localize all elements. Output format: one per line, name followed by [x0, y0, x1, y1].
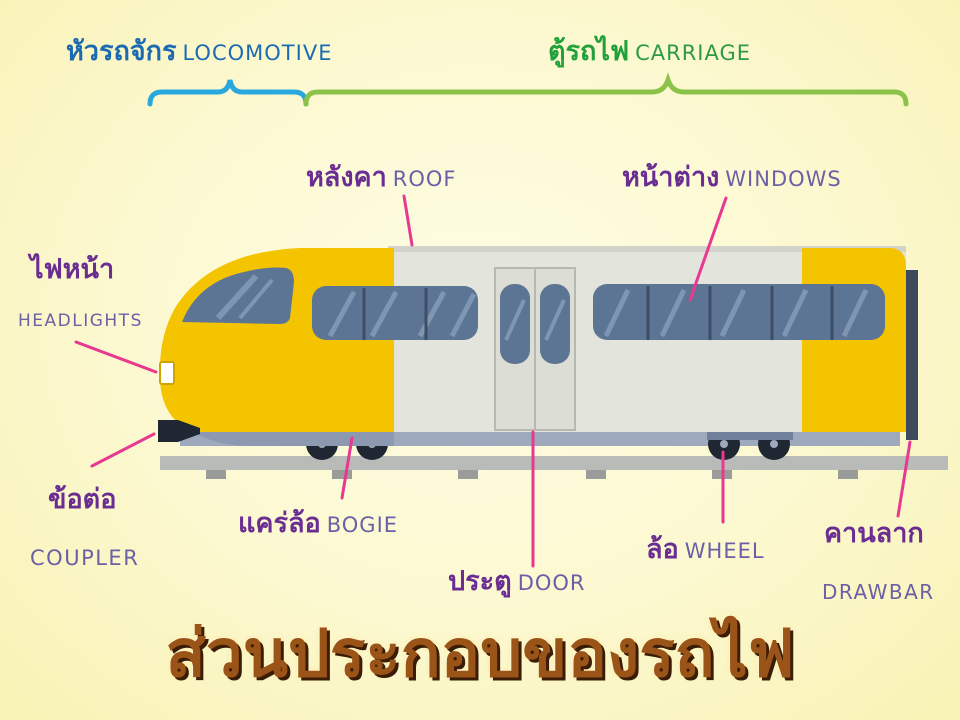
- locomotive-label-en: LOCOMOTIVE: [182, 41, 333, 65]
- headlights-pointer: [74, 340, 158, 374]
- coupler-label-en: COUPLER: [30, 546, 140, 570]
- coupler: [158, 420, 200, 442]
- windows-label-en: WINDOWS: [725, 167, 842, 191]
- coupler-label-th: ข้อต่อ: [48, 484, 117, 515]
- roof-label-en: ROOF: [392, 167, 457, 191]
- door-label-th: ประตู: [448, 566, 512, 597]
- locomotive-label-th: หัวรถจักร: [66, 36, 177, 67]
- wheel-label-en: WHEEL: [684, 539, 765, 563]
- bogie-pointer: [340, 436, 354, 500]
- windows-pointer: [688, 196, 728, 302]
- carriage-label-th: ตู้รถไฟ: [548, 36, 630, 67]
- roof-pointer: [402, 194, 414, 247]
- page-title: ส่วนประกอบของรถไฟ: [165, 614, 795, 692]
- drawbar: [906, 270, 918, 440]
- carriage-bracket: [303, 72, 909, 107]
- coupler-pointer: [90, 432, 156, 468]
- drawbar-label-th: คานลาก: [824, 518, 924, 549]
- window-right: [593, 284, 885, 340]
- pointer-lines: [74, 194, 912, 568]
- door-label: ประตูDOOR: [448, 568, 586, 595]
- drawbar-label-en: DRAWBAR: [822, 580, 935, 604]
- headlight: [159, 361, 175, 385]
- bogie-label-en: BOGIE: [326, 513, 399, 537]
- carriage-label-en: CARRIAGE: [635, 41, 752, 65]
- nose-bottom-skirt: [176, 420, 394, 446]
- windows-label-th: หน้าต่าง: [622, 162, 720, 193]
- door-label-en: DOOR: [517, 571, 586, 595]
- headlights-label-th: ไฟหน้า: [30, 254, 115, 285]
- carriage-roof: [388, 246, 906, 252]
- locomotive-bracket: [147, 79, 309, 107]
- rail: [160, 456, 948, 470]
- wheel-label-th: ล้อ: [646, 534, 679, 565]
- window-left: [312, 286, 478, 340]
- drawbar-pointer: [896, 440, 912, 518]
- roof-label-th: หลังคา: [306, 162, 387, 193]
- bogie-label-th: แคร่ล้อ: [238, 508, 321, 539]
- headlights-label-en: HEADLIGHTS: [18, 311, 143, 331]
